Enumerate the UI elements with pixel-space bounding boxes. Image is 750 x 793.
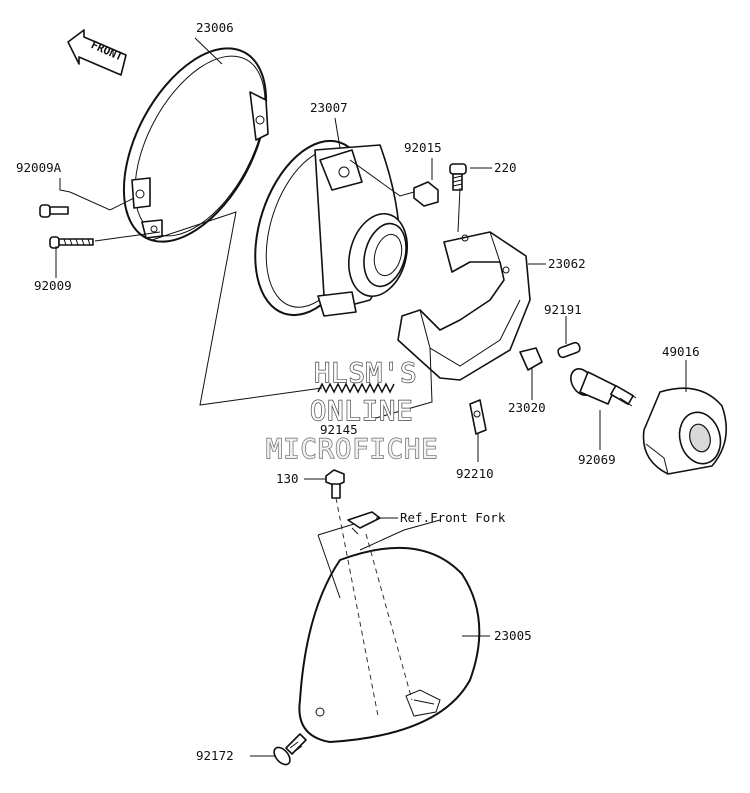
label-23006: 23006 <box>196 20 234 35</box>
screw-220 <box>449 163 467 191</box>
label-23007: 23007 <box>310 100 348 115</box>
label-220: 220 <box>494 160 517 175</box>
bolt-130 <box>325 469 345 499</box>
headlight-bracket <box>397 231 531 381</box>
screw-92009A <box>39 204 69 218</box>
ref-front-fork-note: Ref.Front Fork <box>400 510 506 525</box>
label-92009: 92009 <box>34 278 72 293</box>
headlight-unit <box>254 139 408 317</box>
headlight-rim <box>122 47 269 243</box>
label-23020: 23020 <box>508 400 546 415</box>
part-labels: 23006 23007 92015 220 92009A 92009 23062… <box>16 20 700 763</box>
nut-92015 <box>413 181 439 207</box>
watermark-line-3: MICROFICHE <box>266 434 439 465</box>
label-92069: 92069 <box>578 452 616 467</box>
dust-cover-49016 <box>642 387 728 475</box>
label-92172: 92172 <box>196 748 234 763</box>
assembly-dashed-lines <box>335 497 413 717</box>
bulb-92069 <box>570 368 637 407</box>
plate-92210 <box>469 399 487 435</box>
headlight-housing <box>298 546 481 743</box>
label-92210: 92210 <box>456 466 494 481</box>
front-direction-arrow: FRONT <box>67 29 127 76</box>
screw-92172 <box>273 733 307 766</box>
watermark-line-1: HLSM'S <box>314 358 418 389</box>
label-92145: 92145 <box>320 422 358 437</box>
label-92191: 92191 <box>544 302 582 317</box>
label-130: 130 <box>276 471 299 486</box>
spring-92145 <box>317 382 395 394</box>
watermark-line-2: ONLINE <box>310 396 414 427</box>
label-23005: 23005 <box>494 628 532 643</box>
label-49016: 49016 <box>662 344 700 359</box>
watermark: HLSM'S ONLINE MICROFICHE <box>265 357 439 465</box>
screw-92009 <box>49 236 94 249</box>
front-fork-bracket <box>347 511 381 535</box>
label-92015: 92015 <box>404 140 442 155</box>
collar-92191 <box>557 341 581 359</box>
socket-23020 <box>519 347 543 371</box>
label-23062: 23062 <box>548 256 586 271</box>
leader-lines <box>55 37 687 757</box>
label-92009A: 92009A <box>16 160 62 175</box>
